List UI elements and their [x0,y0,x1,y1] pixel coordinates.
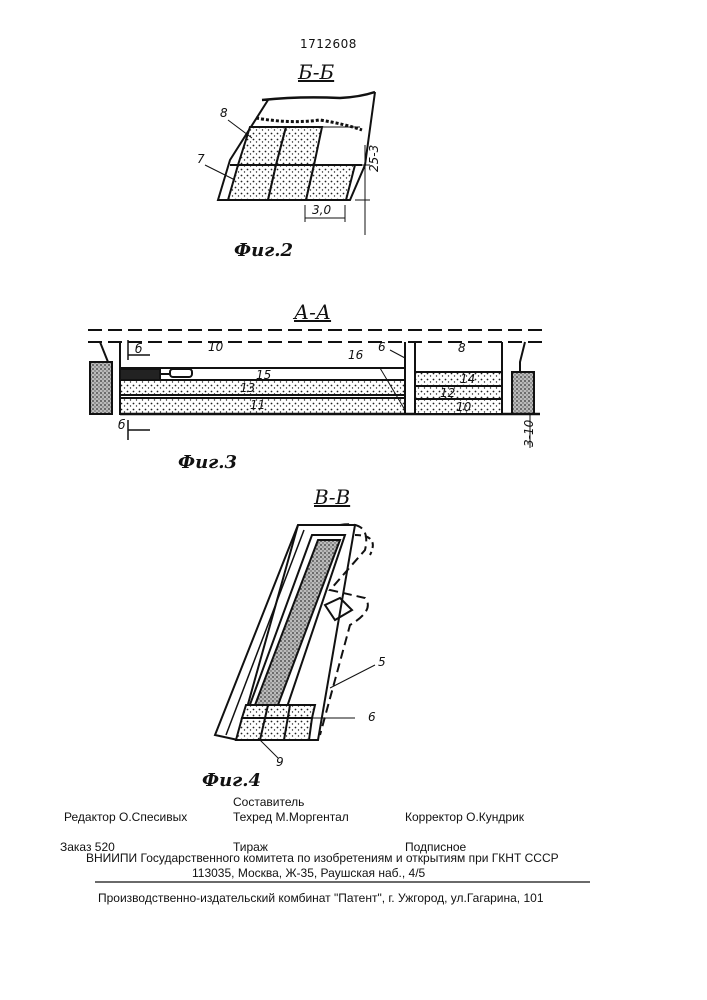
fig3-callout-11: 11 [250,398,265,412]
composer-label: Составитель [233,795,304,809]
fig3-callout-10-right: 10 [456,400,471,414]
fig3-section-label: А-А [294,300,331,324]
publisher: Производственно-издательский комбинат "П… [98,891,544,905]
fig3-callout-15: 15 [256,368,271,382]
fig2-section [205,92,375,235]
fig2-callout-8: 8 [220,106,228,120]
editor: Редактор О.Спесивых [64,810,187,824]
fig2-caption: Фиг.2 [234,240,293,261]
fig3-callout-b-top: б [135,342,142,356]
fig4-callout-9: 9 [276,755,284,769]
fig4-section [215,524,375,758]
fig3-callout-b-bottom: б [118,418,125,432]
fig3-caption: Фиг.3 [178,452,237,473]
fig2-callout-7: 7 [197,152,205,166]
address: 113035, Москва, Ж-35, Раушская наб., 4/5 [192,866,425,880]
fig2-dimension-height: 25-3 [367,145,381,172]
fig2-dimension-width: 3,0 [312,203,331,217]
fig4-caption: Фиг.4 [202,770,261,791]
fig3-dimension: 3-10 [522,420,536,447]
fig4-callout-5: 5 [378,655,386,669]
institute: ВНИИПИ Государственного комитета по изоб… [86,851,559,865]
fig3-callout-16: 16 [348,348,363,362]
techred: Техред М.Моргентал [233,810,349,824]
fig4-callout-6: 6 [368,710,376,724]
fig3-callout-13: 13 [240,381,255,395]
fig3-callout-12: 12 [440,386,455,400]
fig3-section [88,330,548,448]
fig3-callout-14: 14 [460,372,475,386]
fig4-section-label: В-В [314,485,350,509]
fig3-callout-8: 8 [458,341,466,355]
corrector: Корректор О.Кундрик [405,810,524,824]
fig3-callout-6: 6 [378,340,386,354]
fig3-callout-10: 10 [208,340,223,354]
